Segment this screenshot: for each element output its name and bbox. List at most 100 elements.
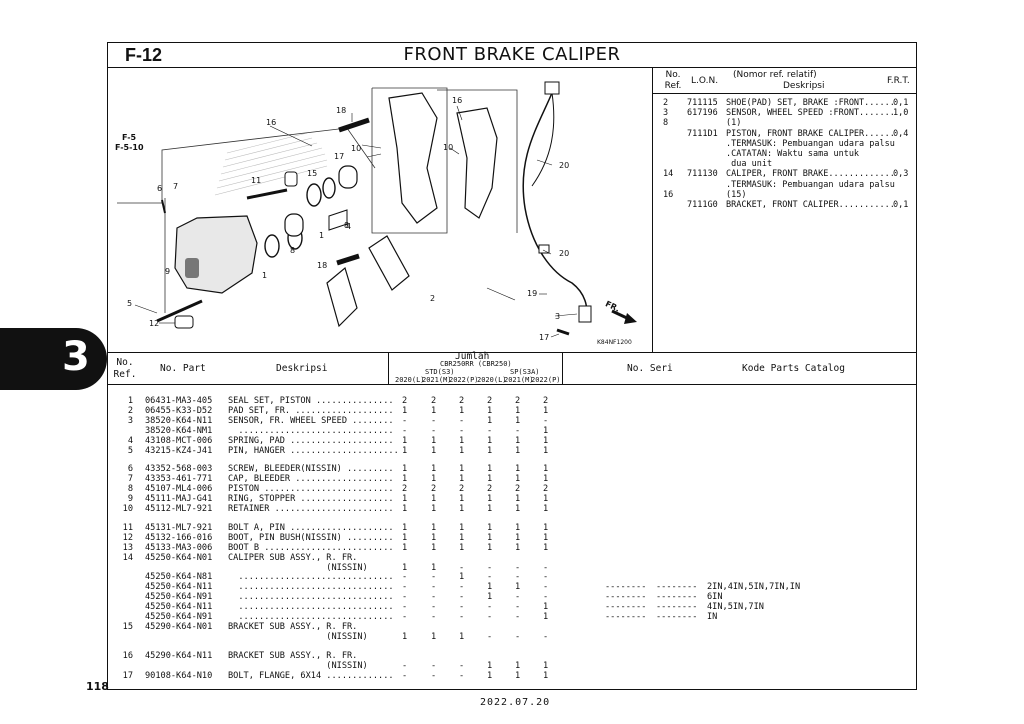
bracket-15 [456,107,498,219]
cell-part-no: 45250-K64-N91 [145,612,213,622]
ref-header-desc-top: (Nomor ref. relatif) [733,70,817,80]
callout-14: 16 [266,118,276,127]
col-header-jumlah: Jumlah [455,351,490,362]
cell-ref: 3 [127,415,133,426]
cell-qty: 1 [431,405,437,416]
cell-qty: 1 [487,405,493,416]
cell-description: (NISSIN) [228,660,368,671]
cell-ref: 7 [127,474,133,485]
cell-ref [115,632,133,642]
cell-qty: 1 [515,582,521,593]
callout-20b: 20 [559,249,569,258]
chapter-tab[interactable]: 3 [0,328,107,390]
cell-qty: - [515,631,521,642]
callout-4: 4 [346,222,351,231]
cell-part-no: 06431-MA3-405 [145,396,213,406]
cell-ref: 15 [122,621,133,632]
cell-qty: - [402,592,408,603]
cell-qty: 1 [402,494,408,505]
callout-15: 16 [452,96,462,105]
callout-8b: 8 [344,221,349,230]
cell-description: .............................. [228,572,394,583]
cell-description: BOOT B ......................... [228,542,394,553]
cell-qty: 1 [402,474,408,485]
callout-5: 5 [127,299,132,308]
ref-desc: SHOE(PAD) SET, BRAKE :FRONT...... [726,98,895,108]
cell-qty: - [402,612,408,622]
assembly-outline-14 [117,127,376,204]
cell-qty: - [459,582,465,593]
cell-qty: 1 [402,435,408,446]
cell-qty: 1 [515,415,521,426]
ref-link-f5-10[interactable]: F-5-10 [115,143,144,152]
cable-clamp [538,244,550,254]
cell-description: PIN, HANGER ..................... [228,445,399,456]
cell-description: .............................. [228,592,394,603]
cell-qty: 1 [459,494,465,505]
cell-qty: 1 [487,435,493,446]
caliper-logo [185,258,199,278]
cell-qty: - [402,572,408,583]
cell-description: RETAINER ....................... [228,504,394,514]
cell-qty: 1 [487,415,493,426]
cell-qty: 1 [402,542,408,553]
callout-1: 1 [319,231,324,240]
cell-qty: 1 [431,522,437,533]
cell-qty: - [515,602,521,613]
cell-ref [115,592,133,602]
ref-header-frt: F.R.T. [887,76,910,86]
cell-qty: 1 [459,542,465,553]
cell-part-no: 45290-K64-N01 [145,621,213,632]
col-header-year: 2020(L) [477,376,507,384]
cell-qty: 1 [515,464,521,475]
cell-qty: 2 [459,396,465,406]
cell-serial-to: -------- [656,582,698,593]
callout-19: 19 [527,289,537,298]
cell-qty: - [431,582,437,593]
ref-lon: 7111D1 [687,128,718,139]
callout-18: 18 [336,106,346,115]
ref-frt: 0,1 [893,98,909,108]
cell-qty: 2 [402,484,408,495]
col-header-year: 2022(P) [449,376,479,384]
ref-link-f5[interactable]: F-5 [122,133,137,142]
brake-pad [368,235,410,291]
cell-qty: 1 [515,504,521,514]
col-divider [562,352,563,384]
cell-qty: 2 [402,396,408,406]
cell-qty: 1 [487,660,493,671]
cell-ref [115,612,133,622]
cell-qty: - [402,582,408,593]
cell-qty: - [431,592,437,603]
cell-qty: 1 [487,474,493,485]
ref-no: 16 [663,189,674,200]
cell-qty: 1 [543,612,549,622]
cell-qty: - [431,425,437,436]
cell-description: .............................. [228,602,394,613]
cell-qty: - [515,562,521,573]
cell-qty: 1 [431,631,437,642]
callout-1b: 1 [262,271,267,280]
cell-description: (NISSIN) [228,631,368,642]
pin-boot [174,315,194,329]
cell-ref [115,426,133,436]
col-header-year: 2022(P) [531,376,561,384]
image-code: K84NF1200 [597,339,632,346]
cell-catalog-code: 6IN [707,592,723,603]
cell-qty: 1 [515,494,521,505]
cell-qty: 2 [515,484,521,495]
cell-qty: 1 [431,435,437,446]
cell-ref: 8 [127,484,133,495]
cell-qty: 1 [515,542,521,553]
cell-part-no: 38520-K64-N11 [145,415,213,426]
cell-qty: - [459,415,465,426]
cell-qty: - [431,602,437,613]
ref-lon: 7111G0 [687,200,718,210]
callout-10b: 10 [443,143,453,152]
cell-qty: - [459,562,465,573]
cell-ref [115,661,133,671]
diagram-svg: 16 18 10 17 16 10 20 20 15 11 6 7 4 1 8 … [115,81,637,346]
section-code: F-12 [125,45,163,65]
cell-description: CAP, BLEEDER ................... [228,474,394,485]
flange-bolt [556,328,570,336]
